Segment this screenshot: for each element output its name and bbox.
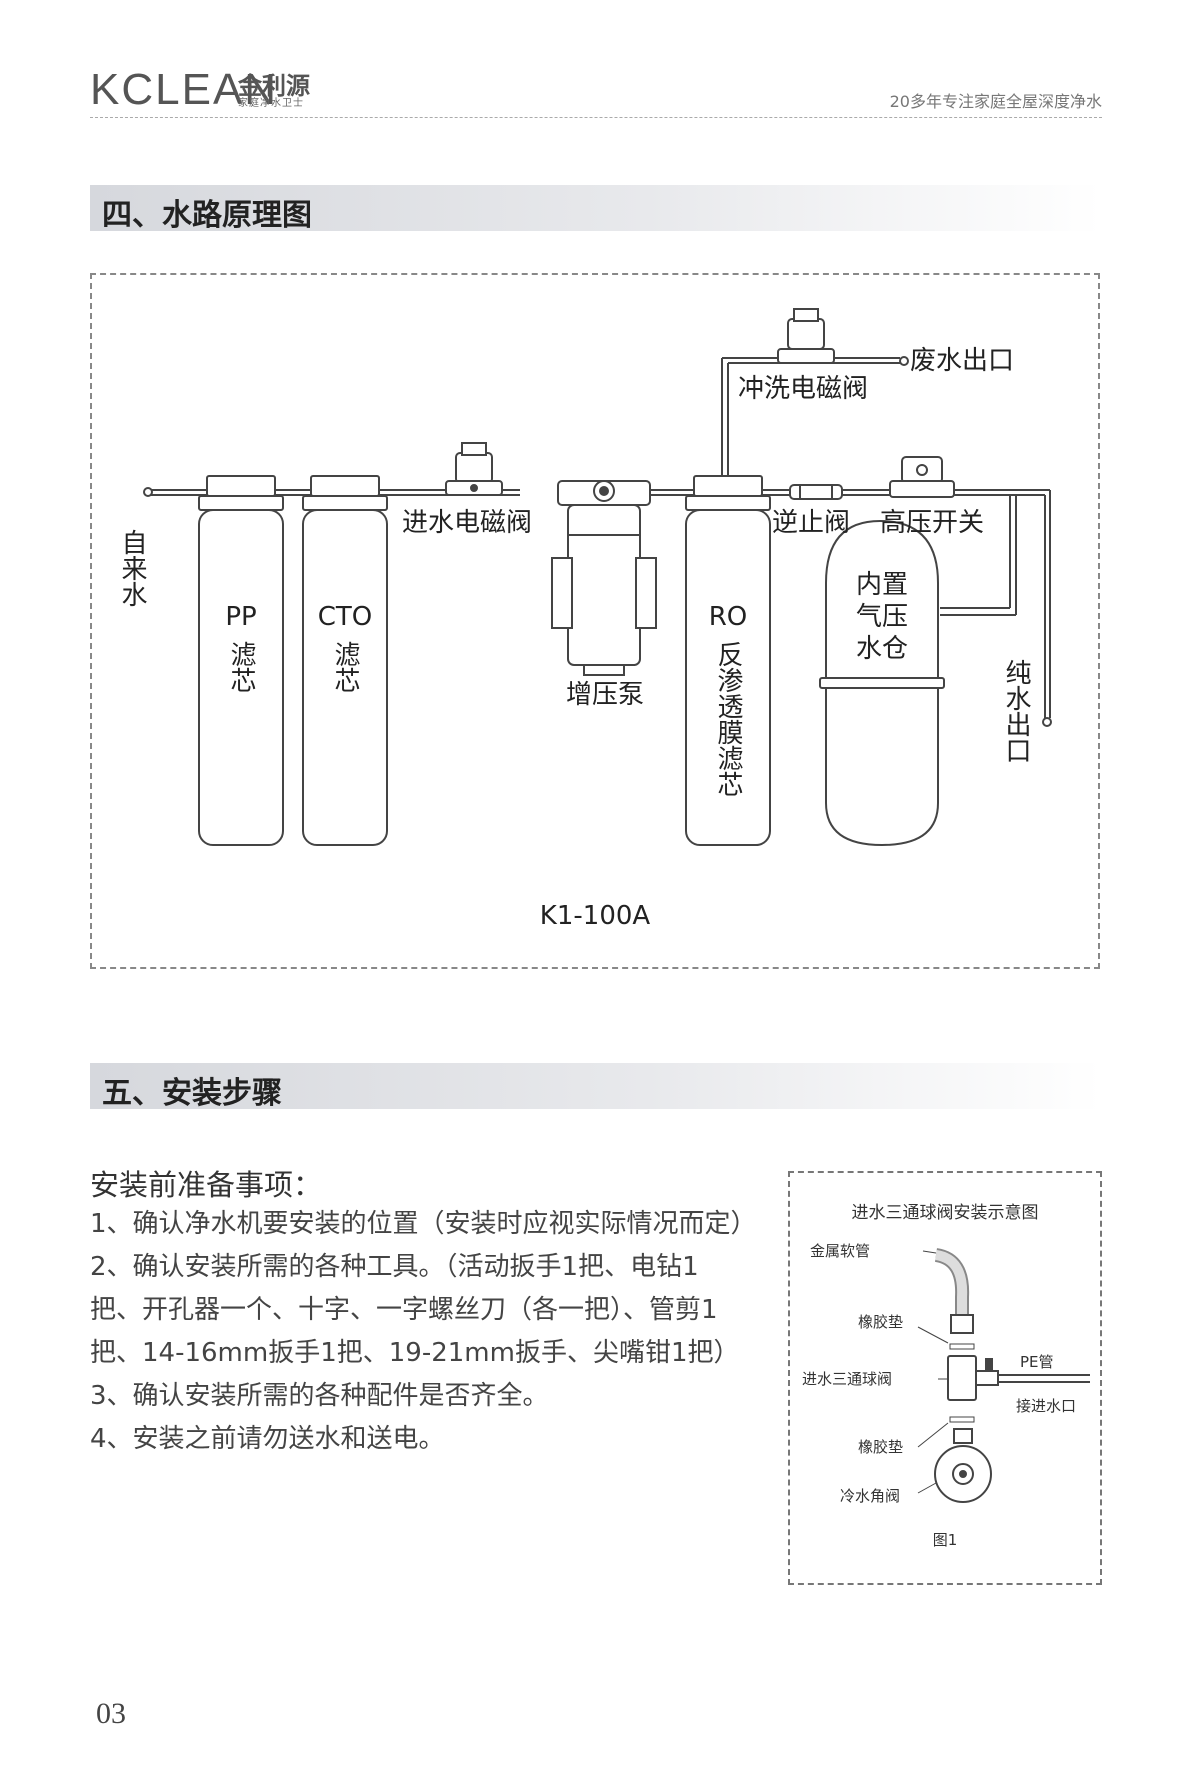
section-title: 四、水路原理图 — [102, 198, 312, 233]
inlet-solenoid-valve — [445, 442, 503, 496]
gasket-top-drawing — [949, 1343, 975, 1350]
label-inlet: 自来水 — [117, 529, 147, 607]
section-title: 五、安装步骤 — [102, 1076, 282, 1111]
label-tank-line3: 水仓 — [856, 634, 908, 664]
metal-hose-drawing — [934, 1248, 974, 1334]
prep-item: 1、确认净水机要安装的位置（安装时应视实际情况而定） — [90, 1209, 757, 1239]
label-metal-hose: 金属软管 — [810, 1242, 870, 1260]
label-tank-line2: 气压 — [856, 602, 908, 632]
figure-title: 进水三通球阀安装示意图 — [852, 1203, 1039, 1223]
check-valve — [789, 484, 843, 500]
label-flush-valve: 冲洗电磁阀 — [738, 374, 868, 404]
header-slogan: 20多年专注家庭全屋深度净水 — [889, 92, 1102, 111]
label-angle-valve: 冷水角阀 — [840, 1487, 900, 1505]
label-pump: 增压泵 — [566, 680, 644, 710]
label-ro-sub: 反渗透膜滤芯 — [713, 641, 743, 797]
prep-heading: 安装前准备事项： — [90, 1168, 323, 1202]
label-tank-line1: 内置 — [856, 570, 908, 600]
angle-valve-drawing — [934, 1428, 992, 1503]
label-pe-pipe: PE管 — [1020, 1353, 1054, 1371]
prep-item: 2、确认安装所需的各种工具。（活动扳手1把、电钻1把、开孔器一个、十字、一字螺丝… — [90, 1252, 740, 1368]
label-to-inlet: 接进水口 — [1016, 1397, 1076, 1415]
label-cto: CTO — [318, 602, 373, 632]
label-pure-outlet: 纯水出口 — [1001, 659, 1031, 763]
ball-valve-installation-figure: 进水三通球阀安装示意图 金属软管 橡胶垫 进水三通球阀 PE管 接进水口 橡胶垫… — [802, 1203, 1090, 1549]
prep-item: 3、确认安装所需的各种配件是否齐全。 — [90, 1381, 549, 1411]
label-gasket-top: 橡胶垫 — [858, 1313, 903, 1331]
label-waste-outlet: 废水出口 — [910, 346, 1014, 376]
label-ball-valve: 进水三通球阀 — [802, 1370, 892, 1388]
label-cto-sub: 滤芯 — [330, 641, 360, 693]
brand-logo-chinese: 金利源 — [238, 72, 310, 100]
page-number: 03 — [96, 1697, 126, 1730]
header-divider — [90, 117, 1102, 118]
label-ro: RO — [709, 602, 748, 632]
booster-pump — [551, 480, 657, 676]
label-pp-sub: 滤芯 — [226, 641, 256, 693]
label-check-valve: 逆止阀 — [772, 508, 850, 538]
figure-caption: 图1 — [933, 1531, 958, 1549]
gasket-bottom-drawing — [949, 1416, 975, 1423]
brand-logo-text: KCLEAN — [90, 65, 279, 114]
prep-list: 1、确认净水机要安装的位置（安装时应视实际情况而定） 2、确认安装所需的各种工具… — [90, 1203, 757, 1461]
cto-filter — [302, 475, 388, 846]
ro-membrane-filter — [685, 475, 771, 846]
diagram-frame — [90, 273, 1100, 969]
label-gasket-bottom: 橡胶垫 — [858, 1438, 903, 1456]
label-model: K1-100A — [540, 901, 651, 931]
label-inlet-valve: 进水电磁阀 — [402, 508, 532, 538]
brand-logo-subtitle: 家庭净水卫士 — [238, 98, 304, 109]
section-heading-water-circuit: 四、水路原理图 — [90, 185, 1102, 233]
high-pressure-switch — [889, 456, 955, 498]
label-pp: PP — [225, 602, 256, 632]
prep-item: 4、安装之前请勿送水和送电。 — [90, 1424, 445, 1454]
ball-valve-drawing — [947, 1355, 999, 1401]
water-circuit-diagram: 自来水 PP 滤芯 CTO 滤芯 进水电磁阀 增压泵 RO 反渗透膜滤芯 冲洗电… — [117, 308, 1052, 931]
figure-frame — [788, 1171, 1102, 1585]
pp-filter — [198, 475, 284, 846]
pressure-tank — [819, 519, 945, 847]
section-heading-installation: 五、安装步骤 — [90, 1063, 1102, 1111]
flush-solenoid-valve — [777, 308, 835, 364]
label-pressure-switch: 高压开关 — [880, 508, 984, 538]
